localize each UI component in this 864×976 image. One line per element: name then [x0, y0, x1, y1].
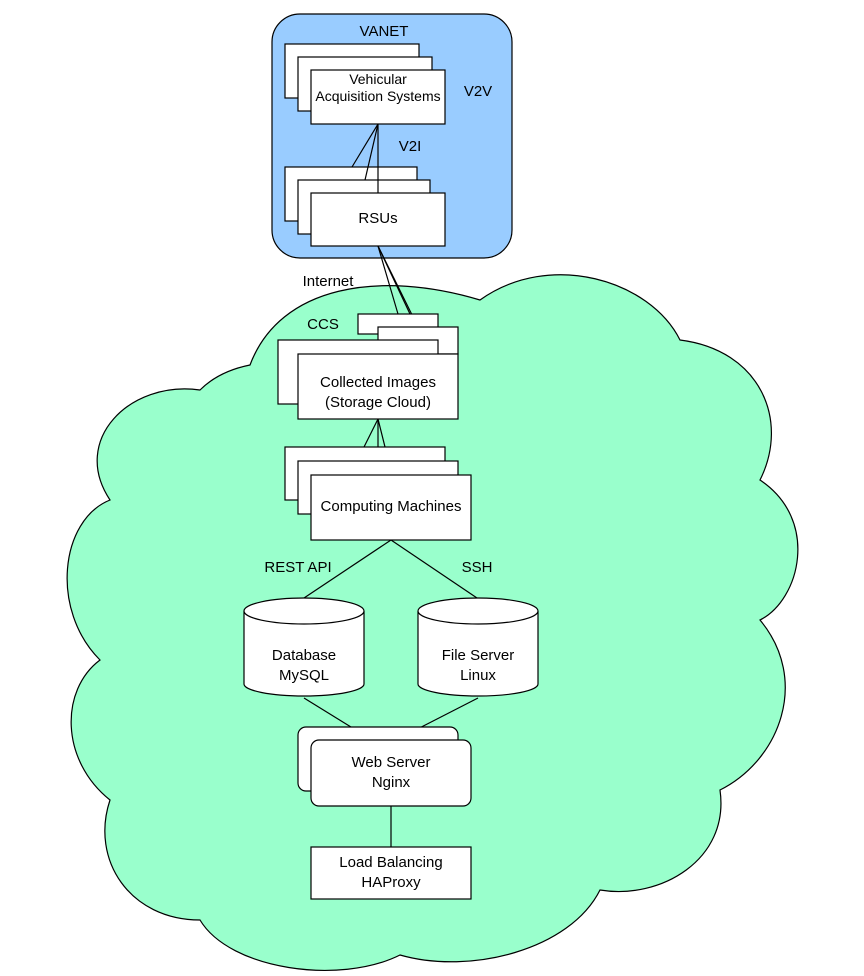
storage-label-line1: Collected Images	[320, 374, 436, 391]
computing-split-connectors	[303, 539, 478, 599]
fileserver-label-line1: File Server	[442, 647, 515, 664]
webserver-label-line1: Web Server	[352, 754, 431, 771]
loadbalancer-box: Load Balancing HAProxy	[310, 846, 472, 900]
ccs-title: CCS	[307, 316, 339, 333]
vehicular-acquisition-stack: Vehicular Acquisition Systems	[284, 43, 446, 125]
v2i-connectors	[351, 123, 379, 193]
storage-label-line2: (Storage Cloud)	[325, 394, 431, 411]
acquisition-label-line1: Vehicular	[349, 71, 407, 87]
webserver-stack: Web Server Nginx	[297, 726, 472, 807]
fileserver-label-line2: Linux	[460, 667, 496, 684]
rsus-stack: RSUs	[284, 166, 446, 247]
database-cylinder: Database MySQL	[243, 597, 365, 697]
ssh-label: SSH	[462, 559, 493, 576]
fileserver-cylinder: File Server Linux	[417, 597, 539, 697]
v2i-label: V2I	[399, 138, 422, 155]
storage-cloud-stack: Collected Images (Storage Cloud)	[277, 313, 459, 420]
database-label-line1: Database	[272, 647, 336, 664]
rsus-label: RSUs	[358, 210, 397, 227]
v2v-label: V2V	[464, 83, 492, 100]
database-label-line2: MySQL	[279, 667, 329, 684]
loadbalancer-label-line1: Load Balancing	[339, 854, 442, 871]
vanet-title: VANET	[360, 23, 409, 40]
loadbalancer-label-line2: HAProxy	[361, 874, 421, 891]
acquisition-label-line2: Acquisition Systems	[315, 88, 440, 104]
computing-label: Computing Machines	[321, 498, 462, 515]
rest-api-label: REST API	[264, 559, 331, 576]
computing-machines-stack: Computing Machines	[284, 446, 472, 541]
internet-label: Internet	[303, 273, 355, 290]
webserver-label-line2: Nginx	[372, 774, 411, 791]
